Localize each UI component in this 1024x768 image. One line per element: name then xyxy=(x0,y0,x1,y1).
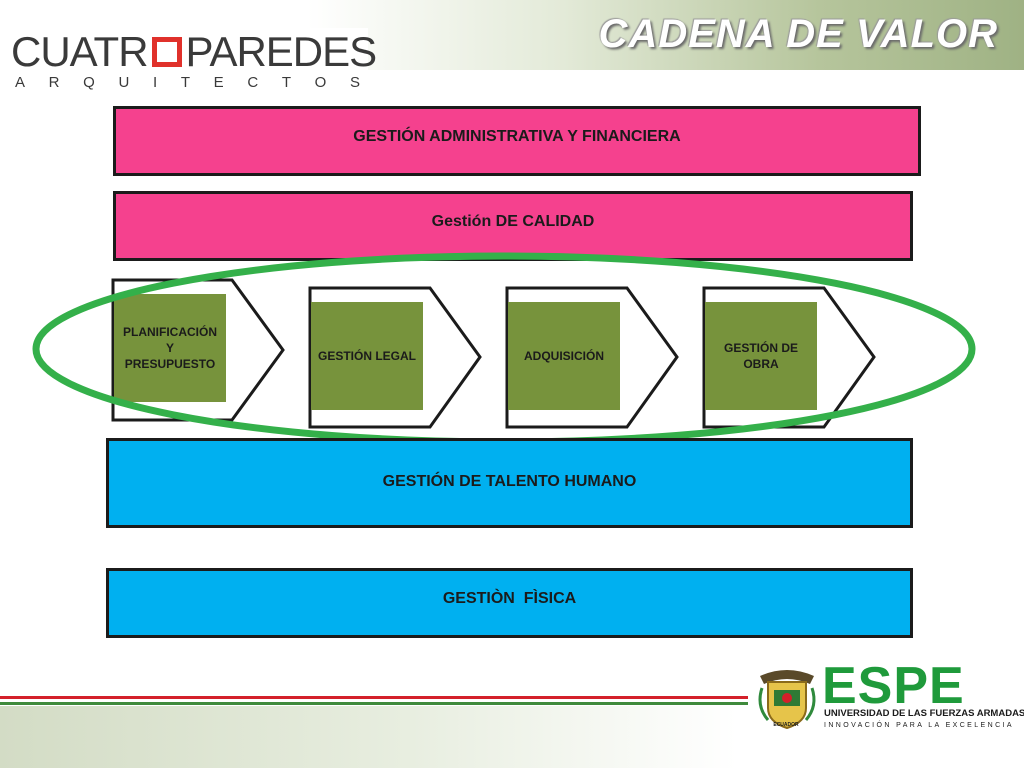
step-text: Y xyxy=(165,340,174,355)
band-talento-label: GESTIÓN DE TALENTO HUMANO xyxy=(382,473,637,490)
step-label-obra: GESTIÓN DE OBRA xyxy=(705,302,817,410)
step-text: PRESUPUESTO xyxy=(124,357,216,372)
bottom-rule-green xyxy=(0,702,748,705)
espe-logo: ECUADOR ESPE UNIVERSIDAD DE LAS FUERZAS … xyxy=(752,657,1024,736)
step-box-legal xyxy=(311,302,423,410)
espe-wordmark: ESPE xyxy=(822,657,965,715)
logo-sub-letter: Q xyxy=(83,74,95,91)
step-label-adquisicion: ADQUISICIÓN xyxy=(508,302,620,410)
logo-word-right: PAREDES xyxy=(185,28,378,75)
logo-sub-letter: R xyxy=(48,74,60,91)
espe-seal-text: ECUADOR xyxy=(773,722,799,728)
logo-sub-letter: E xyxy=(213,74,224,91)
slide-title: CADENA DE VALOR xyxy=(598,12,998,56)
logo-sub-letter: S xyxy=(349,74,360,91)
step-label-planificacion: PLANIFICACIÓN Y PRESUPUESTO xyxy=(114,294,226,402)
logo-sub-letter: O xyxy=(314,74,327,91)
step-text: PLANIFICACIÓN xyxy=(123,324,217,339)
step-text: ADQUISICIÓN xyxy=(523,348,604,363)
bottom-rule-red xyxy=(0,696,748,699)
espe-seal-icon xyxy=(758,670,816,730)
logo-sub-letter: T xyxy=(281,74,291,91)
espe-university-name: UNIVERSIDAD DE LAS FUERZAS ARMADAS xyxy=(824,708,1024,719)
step-box-obra xyxy=(705,302,817,410)
espe-motto: INNOVACIÓN PARA LA EXCELENCIA xyxy=(824,722,1014,729)
company-logo: CUATR PAREDES A R Q U I T E C T O S xyxy=(3,28,377,98)
logo-sub-letter: C xyxy=(247,74,259,91)
band-fisica-label: GESTIÒN FÌSICA xyxy=(442,590,577,607)
step-text: GESTIÓN DE xyxy=(723,340,798,355)
step-text: GESTIÓN LEGAL xyxy=(317,348,416,363)
logo-wordmark: CUATR PAREDES xyxy=(11,28,378,75)
logo-sub-letter: I xyxy=(153,74,158,91)
logo-sub-letter: T xyxy=(180,74,190,91)
band-fisica: GESTIÒN FÌSICA xyxy=(106,568,913,638)
step-text: OBRA xyxy=(743,357,779,371)
step-box-planificacion xyxy=(114,294,226,402)
band-talento-humano: GESTIÓN DE TALENTO HUMANO xyxy=(106,438,913,528)
step-box-adquisicion xyxy=(508,302,620,410)
logo-square-icon xyxy=(151,37,182,67)
logo-sub-letter: U xyxy=(118,74,130,91)
logo-subtitle: A R Q U I T E C T O S xyxy=(15,74,360,91)
step-label-legal: GESTIÓN LEGAL xyxy=(311,302,423,410)
logo-sub-letter: A xyxy=(15,74,26,91)
logo-word-left: CUATR xyxy=(11,28,149,75)
band-calidad: Gestión DE CALIDAD xyxy=(113,191,913,261)
band-admin-financiera: GESTIÓN ADMINISTRATIVA Y FINANCIERA xyxy=(113,106,921,176)
band-calidad-label: Gestión DE CALIDAD xyxy=(431,213,595,230)
band-admin-label: GESTIÓN ADMINISTRATIVA Y FINANCIERA xyxy=(353,128,681,145)
